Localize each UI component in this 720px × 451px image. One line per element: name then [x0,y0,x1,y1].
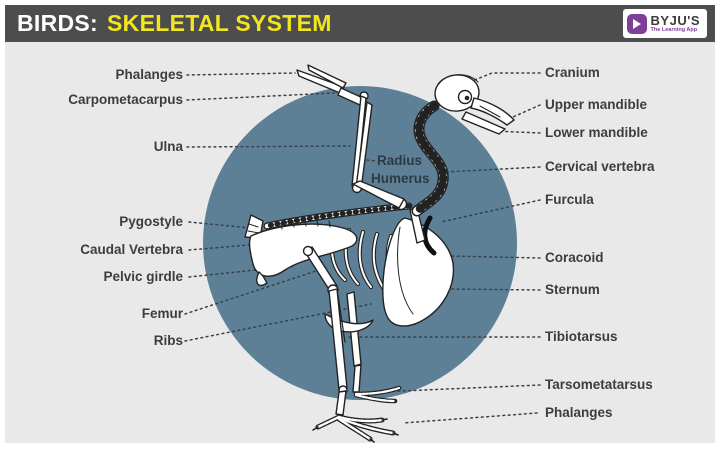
label-cervical-vertebra: Cervical vertebra [545,159,655,174]
label-pygostyle: Pygostyle [119,214,183,229]
logo-brand-name: BYJU'S [650,12,700,28]
label-coracoid: Coracoid [545,250,604,265]
title-prefix: BIRDS: [17,10,99,36]
label-pelvic-girdle: Pelvic girdle [103,269,183,284]
label-upper-mandible: Upper mandible [545,97,648,112]
bird-skeleton-diagram [184,64,541,443]
label-tarsometatarsus: Tarsometatarsus [545,377,653,392]
label-femur: Femur [141,306,183,321]
bird-skeleton-illustration [244,64,515,443]
page-title: BIRDS: SKELETAL SYSTEM [17,10,332,37]
byjus-logo-icon [626,13,647,34]
label-sternum: Sternum [545,282,600,297]
header-bar: BIRDS: SKELETAL SYSTEM BYJU'S The Learnin… [5,5,715,42]
logo-tagline: The Learning App [650,26,698,33]
label-humerus: Humerus [371,171,430,186]
byjus-logo-text: BYJU'S The Learning App [651,14,700,34]
label-ulna: Ulna [153,139,183,154]
label-tibiotarsus: Tibiotarsus [545,329,618,344]
label-cranium: Cranium [545,65,600,80]
label-phalanges-foot: Phalanges [545,405,613,420]
label-phalanges-wing: Phalanges [115,67,183,82]
label-caudal-vertebra: Caudal Vertebra [80,242,183,257]
label-radius: Radius [377,153,423,168]
label-carpometacarpus: Carpometacarpus [68,92,183,107]
label-furcula: Furcula [545,192,594,207]
title-main: SKELETAL SYSTEM [107,10,332,36]
label-lower-mandible: Lower mandible [545,125,648,140]
byjus-logo: BYJU'S The Learning App [622,9,707,38]
label-ribs: Ribs [153,333,183,348]
diagram-canvas: Phalanges Carpometacarpus Ulna Pygostyle… [5,42,715,443]
